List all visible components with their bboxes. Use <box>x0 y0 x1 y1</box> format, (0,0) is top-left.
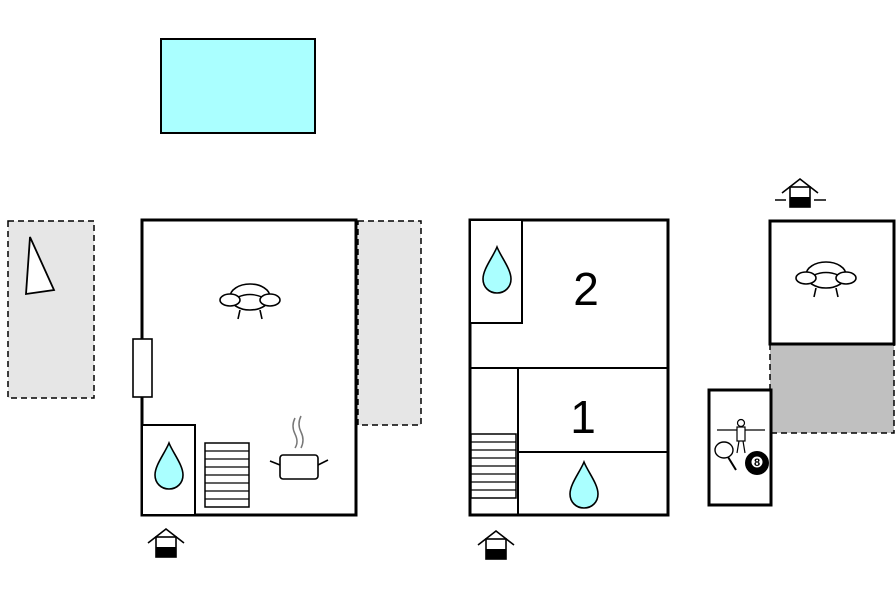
games-room: 8 <box>707 388 773 507</box>
stairs-icon <box>470 433 517 499</box>
entrance-icon <box>781 178 819 208</box>
covered-terrace <box>769 343 895 434</box>
bedroom-1-label: 1 <box>570 391 596 443</box>
terrace-right <box>357 220 422 426</box>
entrance-icon <box>477 530 515 560</box>
billiard-ball-icon: 8 <box>745 451 769 475</box>
ground-floor <box>132 218 358 517</box>
north-arrow-icon <box>25 236 56 296</box>
cooking-pot-icon <box>269 415 329 480</box>
billiard-ball-label: 8 <box>754 457 760 469</box>
pool <box>160 38 316 134</box>
foosball-icon <box>717 418 765 454</box>
terrace-left <box>7 220 95 399</box>
upper-floor: 2 1 <box>468 218 670 517</box>
entrance-icon <box>147 528 185 558</box>
window <box>132 338 153 398</box>
stairs-icon <box>204 442 250 508</box>
table-tennis-icon <box>714 441 737 471</box>
bedroom-2-label: 2 <box>573 263 599 315</box>
